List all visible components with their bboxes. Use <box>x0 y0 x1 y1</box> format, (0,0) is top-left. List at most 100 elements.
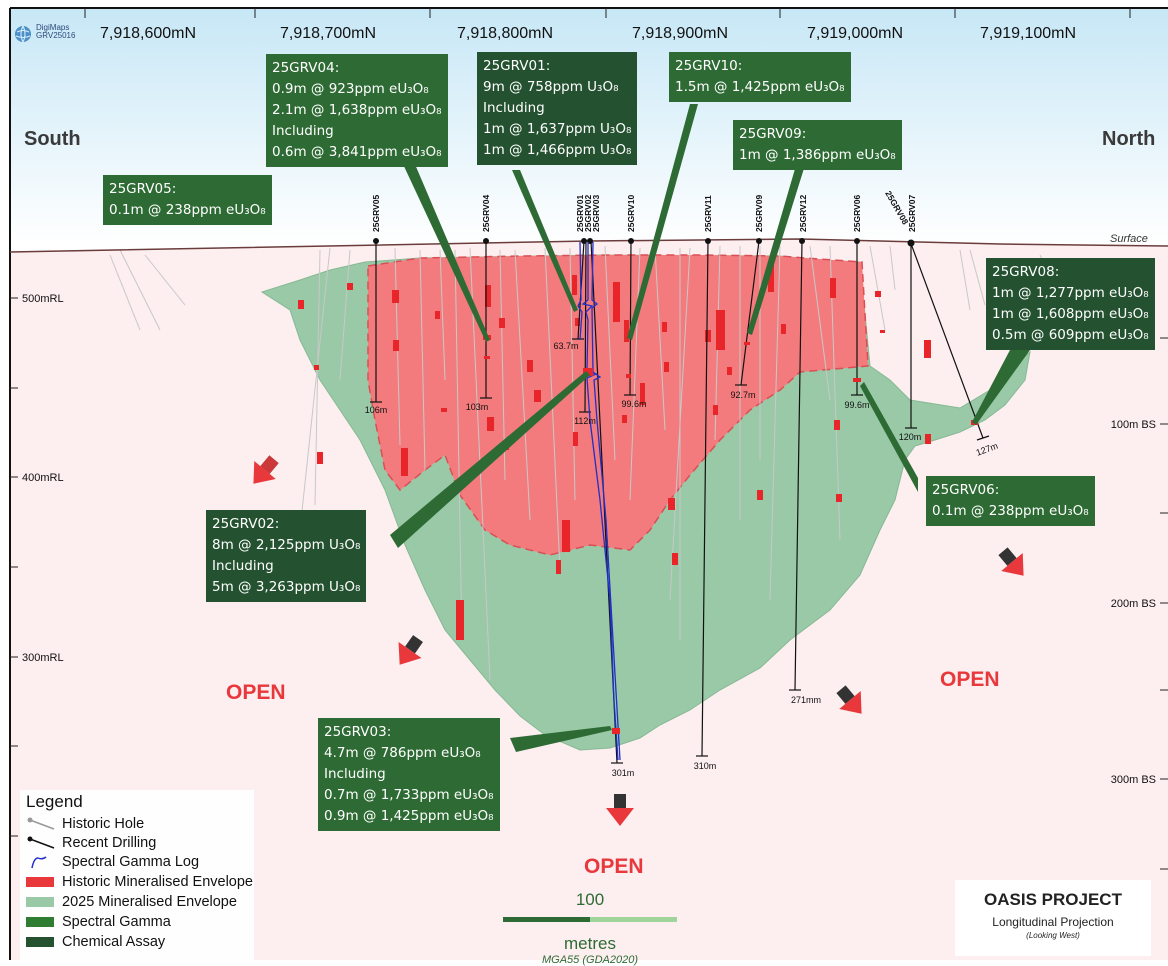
project-subtitle: Longitudinal Projection <box>992 915 1114 929</box>
callout-25grv02: 25GRV02: 8m @ 2,125ppm U₃O₈ Including 5m… <box>206 510 367 602</box>
northing-ticks <box>84 8 1131 18</box>
bs-labels: 100m BS 200m BS 300m BS <box>1111 419 1156 786</box>
south-label: South <box>24 128 81 150</box>
open-label: OPEN <box>226 681 286 704</box>
callout-line: Including <box>483 100 545 116</box>
callout-line: 1m @ 1,466ppm U₃O₈ <box>483 142 632 158</box>
hole-name: 25GRV12 <box>798 195 808 232</box>
envelope-2025-swatch <box>26 897 54 907</box>
hole-depth: 120m <box>899 432 922 442</box>
bs-label: 300m BS <box>1111 774 1156 786</box>
callout-line: 1m @ 1,608ppm eU₃O₈ <box>992 306 1149 322</box>
scale-bar-graphic <box>503 917 677 922</box>
hole-depth: 99.6m <box>621 399 646 409</box>
callout-line: 0.1m @ 238ppm eU₃O₈ <box>932 503 1089 519</box>
surface-line <box>9 238 1168 253</box>
northing-label: 7,918,800mN <box>457 25 553 42</box>
callout-line: 25GRV08: <box>992 264 1060 280</box>
callout-line: 25GRV04: <box>272 60 340 76</box>
callout-line: 8m @ 2,125ppm U₃O₈ <box>212 537 361 553</box>
northing-label: 7,918,600mN <box>100 25 196 42</box>
callout-line: 0.1m @ 238ppm eU₃O₈ <box>109 202 266 218</box>
scale-bar: 100 metres MGA55 (GDA2020) <box>495 890 685 966</box>
legend-item: Spectral Gamma Log <box>62 854 200 870</box>
hole-name: 25GRV04 <box>481 195 491 232</box>
legend-item: Spectral Gamma <box>62 914 171 930</box>
legend-item: 2025 Mineralised Envelope <box>62 894 237 910</box>
hole-depth: 63.7m <box>553 341 578 351</box>
callout-25grv01: 25GRV01: 9m @ 758ppm U₃O₈ Including 1m @… <box>477 52 638 165</box>
callout-line: 25GRV03: <box>324 724 392 740</box>
callout-line: 25GRV06: <box>932 482 1000 498</box>
hole-name: 25GRV03 <box>591 195 601 232</box>
legend-title: Legend <box>26 792 83 811</box>
northing-label: 7,919,000mN <box>807 25 903 42</box>
hole-depth: 92.7m <box>730 390 755 400</box>
callout-25grv03: 25GRV03: 4.7m @ 786ppm eU₃O₈ Including 0… <box>318 718 500 831</box>
chemical-assay-swatch <box>26 937 54 947</box>
hole-depth: 310m <box>694 761 717 771</box>
scale-value: 100 <box>575 890 605 909</box>
project-title: OASIS PROJECT <box>984 890 1122 909</box>
callout-line: 25GRV01: <box>483 58 551 74</box>
spectral-gamma-swatch <box>26 917 54 927</box>
callout-25grv04: 25GRV04: 0.9m @ 923ppm eU₃O₈ 2.1m @ 1,63… <box>266 54 448 167</box>
rl-label: 300mRL <box>22 652 64 664</box>
surface-label: Surface <box>1110 233 1148 245</box>
historic-envelope-swatch <box>26 877 54 887</box>
northing-label: 7,919,100mN <box>980 25 1076 42</box>
historic-hole-icon <box>27 817 55 830</box>
rl-label: 400mRL <box>22 472 64 484</box>
legend-item: Recent Drilling <box>62 835 157 851</box>
callout-25grv05: 25GRV05: 0.1m @ 238ppm eU₃O₈ <box>103 175 272 225</box>
hole-name: 25GRV09 <box>754 195 764 232</box>
callout-line: 25GRV09: <box>739 126 807 142</box>
hole-name: 25GRV07 <box>907 195 917 232</box>
callout-line: Including <box>324 766 386 782</box>
project-note: (Looking West) <box>1026 931 1080 940</box>
callout-line: 9m @ 758ppm U₃O₈ <box>483 79 619 95</box>
open-arrows <box>253 455 1024 826</box>
hole-name: 25GRV06 <box>852 195 862 232</box>
callout-line: 5m @ 3,263ppm U₃O₈ <box>212 579 361 595</box>
callout-line: 0.9m @ 1,425ppm eU₃O₈ <box>324 808 494 824</box>
open-label: OPEN <box>584 855 644 878</box>
callout-line: Including <box>272 123 334 139</box>
hole-depth: 99.6m <box>844 400 869 410</box>
rl-labels: 500mRL 400mRL 300mRL <box>22 293 64 664</box>
northing-label: 7,918,900mN <box>632 25 728 42</box>
bs-label: 200m BS <box>1111 598 1156 610</box>
callout-line: 0.6m @ 3,841ppm eU₃O₈ <box>272 144 442 160</box>
northing-labels: 7,918,600mN 7,918,700mN 7,918,800mN 7,91… <box>100 25 1076 42</box>
bs-label: 100m BS <box>1111 419 1156 431</box>
callout-line: Including <box>212 558 274 574</box>
callout-line: 4.7m @ 786ppm eU₃O₈ <box>324 745 481 761</box>
hole-depth: 301m <box>612 768 635 778</box>
hole-depth: 103m <box>466 402 489 412</box>
callout-line: 1m @ 1,637ppm U₃O₈ <box>483 121 632 137</box>
hole-name: 25GRV10 <box>626 195 636 232</box>
callout-line: 1.5m @ 1,425ppm eU₃O₈ <box>675 79 845 95</box>
callout-line: 2.1m @ 1,638ppm eU₃O₈ <box>272 102 442 118</box>
legend: Legend Historic Hole Recent Drilling Spe… <box>20 790 254 960</box>
callout-line: 0.9m @ 923ppm eU₃O₈ <box>272 81 429 97</box>
legend-item: Historic Hole <box>62 816 145 832</box>
logo-line-2: GRV25016 <box>36 31 76 40</box>
hole-depth: 112m <box>574 416 596 426</box>
scale-projection: MGA55 (GDA2020) <box>542 954 638 966</box>
logo-line-1: DigiMaps <box>36 23 70 32</box>
hole-depth: 106m <box>365 405 388 415</box>
spectral-gamma-log-icon <box>31 856 47 869</box>
globe-logo-icon <box>15 25 31 43</box>
callout-line: 25GRV02: <box>212 516 280 532</box>
recent-drilling-icon <box>27 836 55 849</box>
northing-label: 7,918,700mN <box>280 25 376 42</box>
callout-25grv10: 25GRV10: 1.5m @ 1,425ppm eU₃O₈ <box>669 52 851 102</box>
hole-name: 25GRV11 <box>703 195 713 232</box>
legend-item: Chemical Assay <box>62 934 166 950</box>
callout-line: 1m @ 1,386ppm eU₃O₈ <box>739 147 896 163</box>
open-label: OPEN <box>940 668 1000 691</box>
callout-line: 0.5m @ 609ppm eU₃O₈ <box>992 327 1149 343</box>
hole-name: 25GRV05 <box>371 195 381 232</box>
